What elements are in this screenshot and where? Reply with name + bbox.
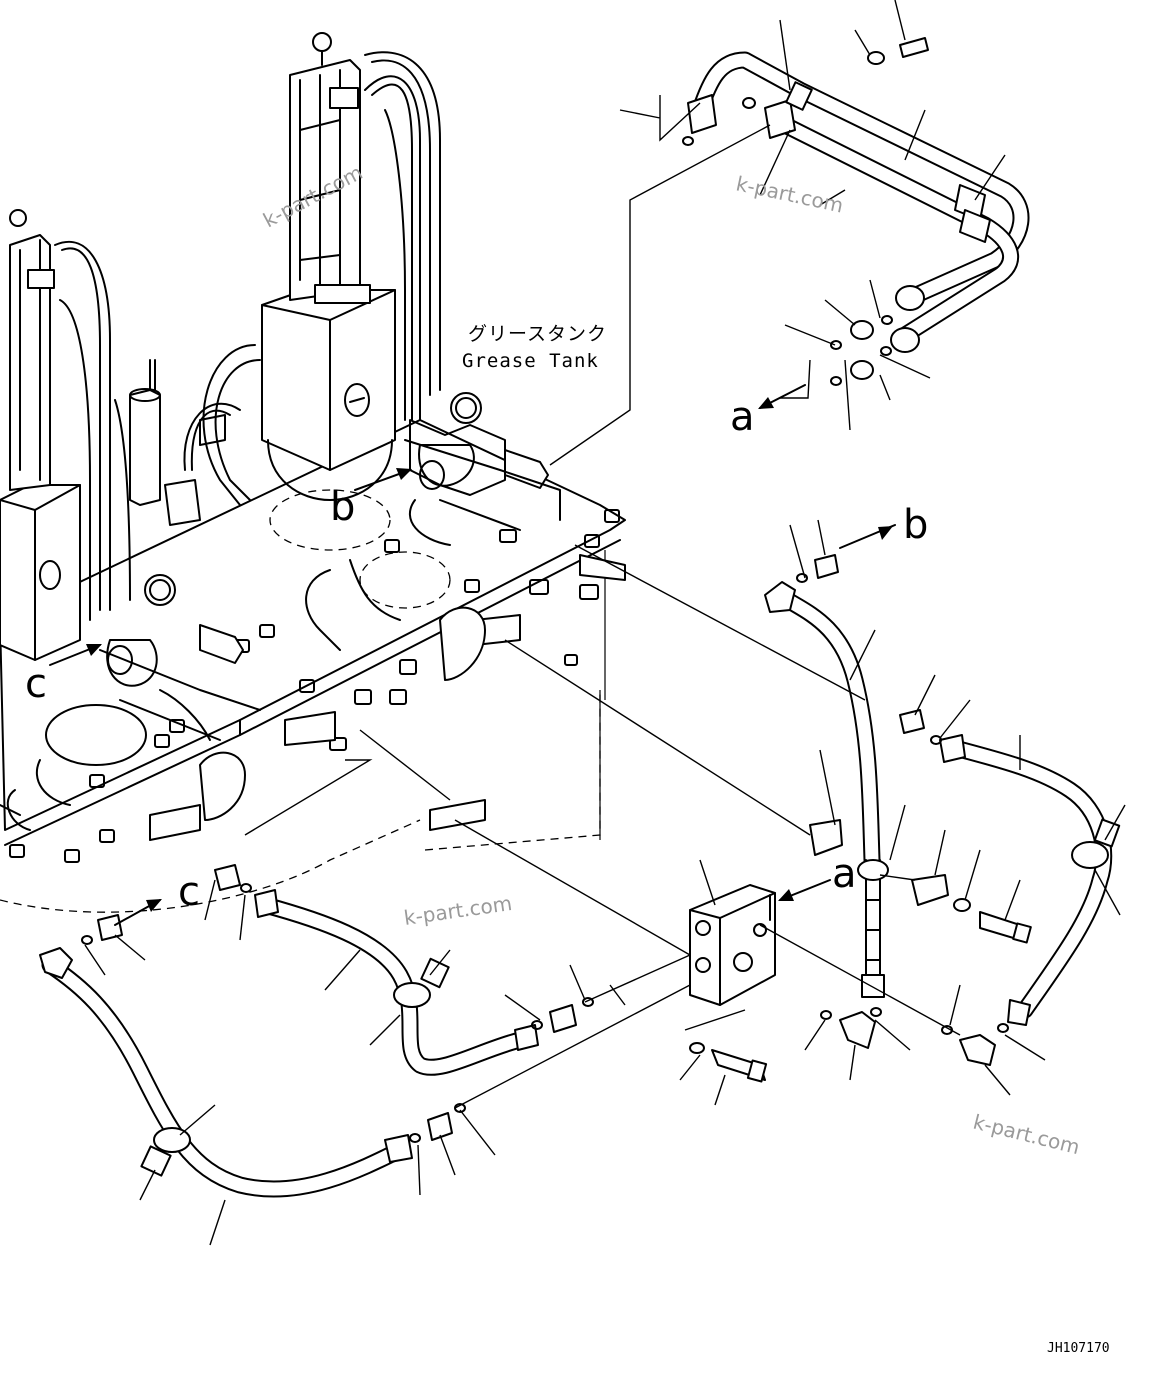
- callout-b-left: b: [330, 484, 355, 530]
- connection-lines: [244, 124, 961, 1109]
- grease-tank-assembly: [0, 32, 626, 913]
- tank-label-en: Grease Tank: [462, 350, 599, 372]
- callout-a-lower: a: [832, 851, 857, 897]
- watermark-2: k-part.com: [734, 171, 846, 217]
- grease-tank-main: [183, 32, 441, 551]
- watermark-4: k-part.com: [971, 1110, 1082, 1160]
- watermark-3: k-part.com: [402, 891, 513, 930]
- distribution-valve-block: [689, 884, 776, 1006]
- callout-c-left: c: [25, 661, 47, 707]
- grease-tank-secondary: [0, 209, 261, 741]
- callout-c-lower: c: [178, 869, 200, 915]
- callout-b-right: b: [903, 502, 928, 548]
- drawing-code: JH107170: [1047, 1341, 1110, 1356]
- leader-lines: [84, 0, 1126, 1246]
- callout-a-upper: a: [730, 394, 755, 440]
- tank-label-jp: グリースタンク: [468, 323, 607, 345]
- upper-pipe-assembly: [682, 37, 1030, 386]
- callout-arrows: [49, 384, 896, 926]
- lower-hose-assembly: [39, 864, 594, 1198]
- right-hose-assembly: [689, 554, 1121, 1083]
